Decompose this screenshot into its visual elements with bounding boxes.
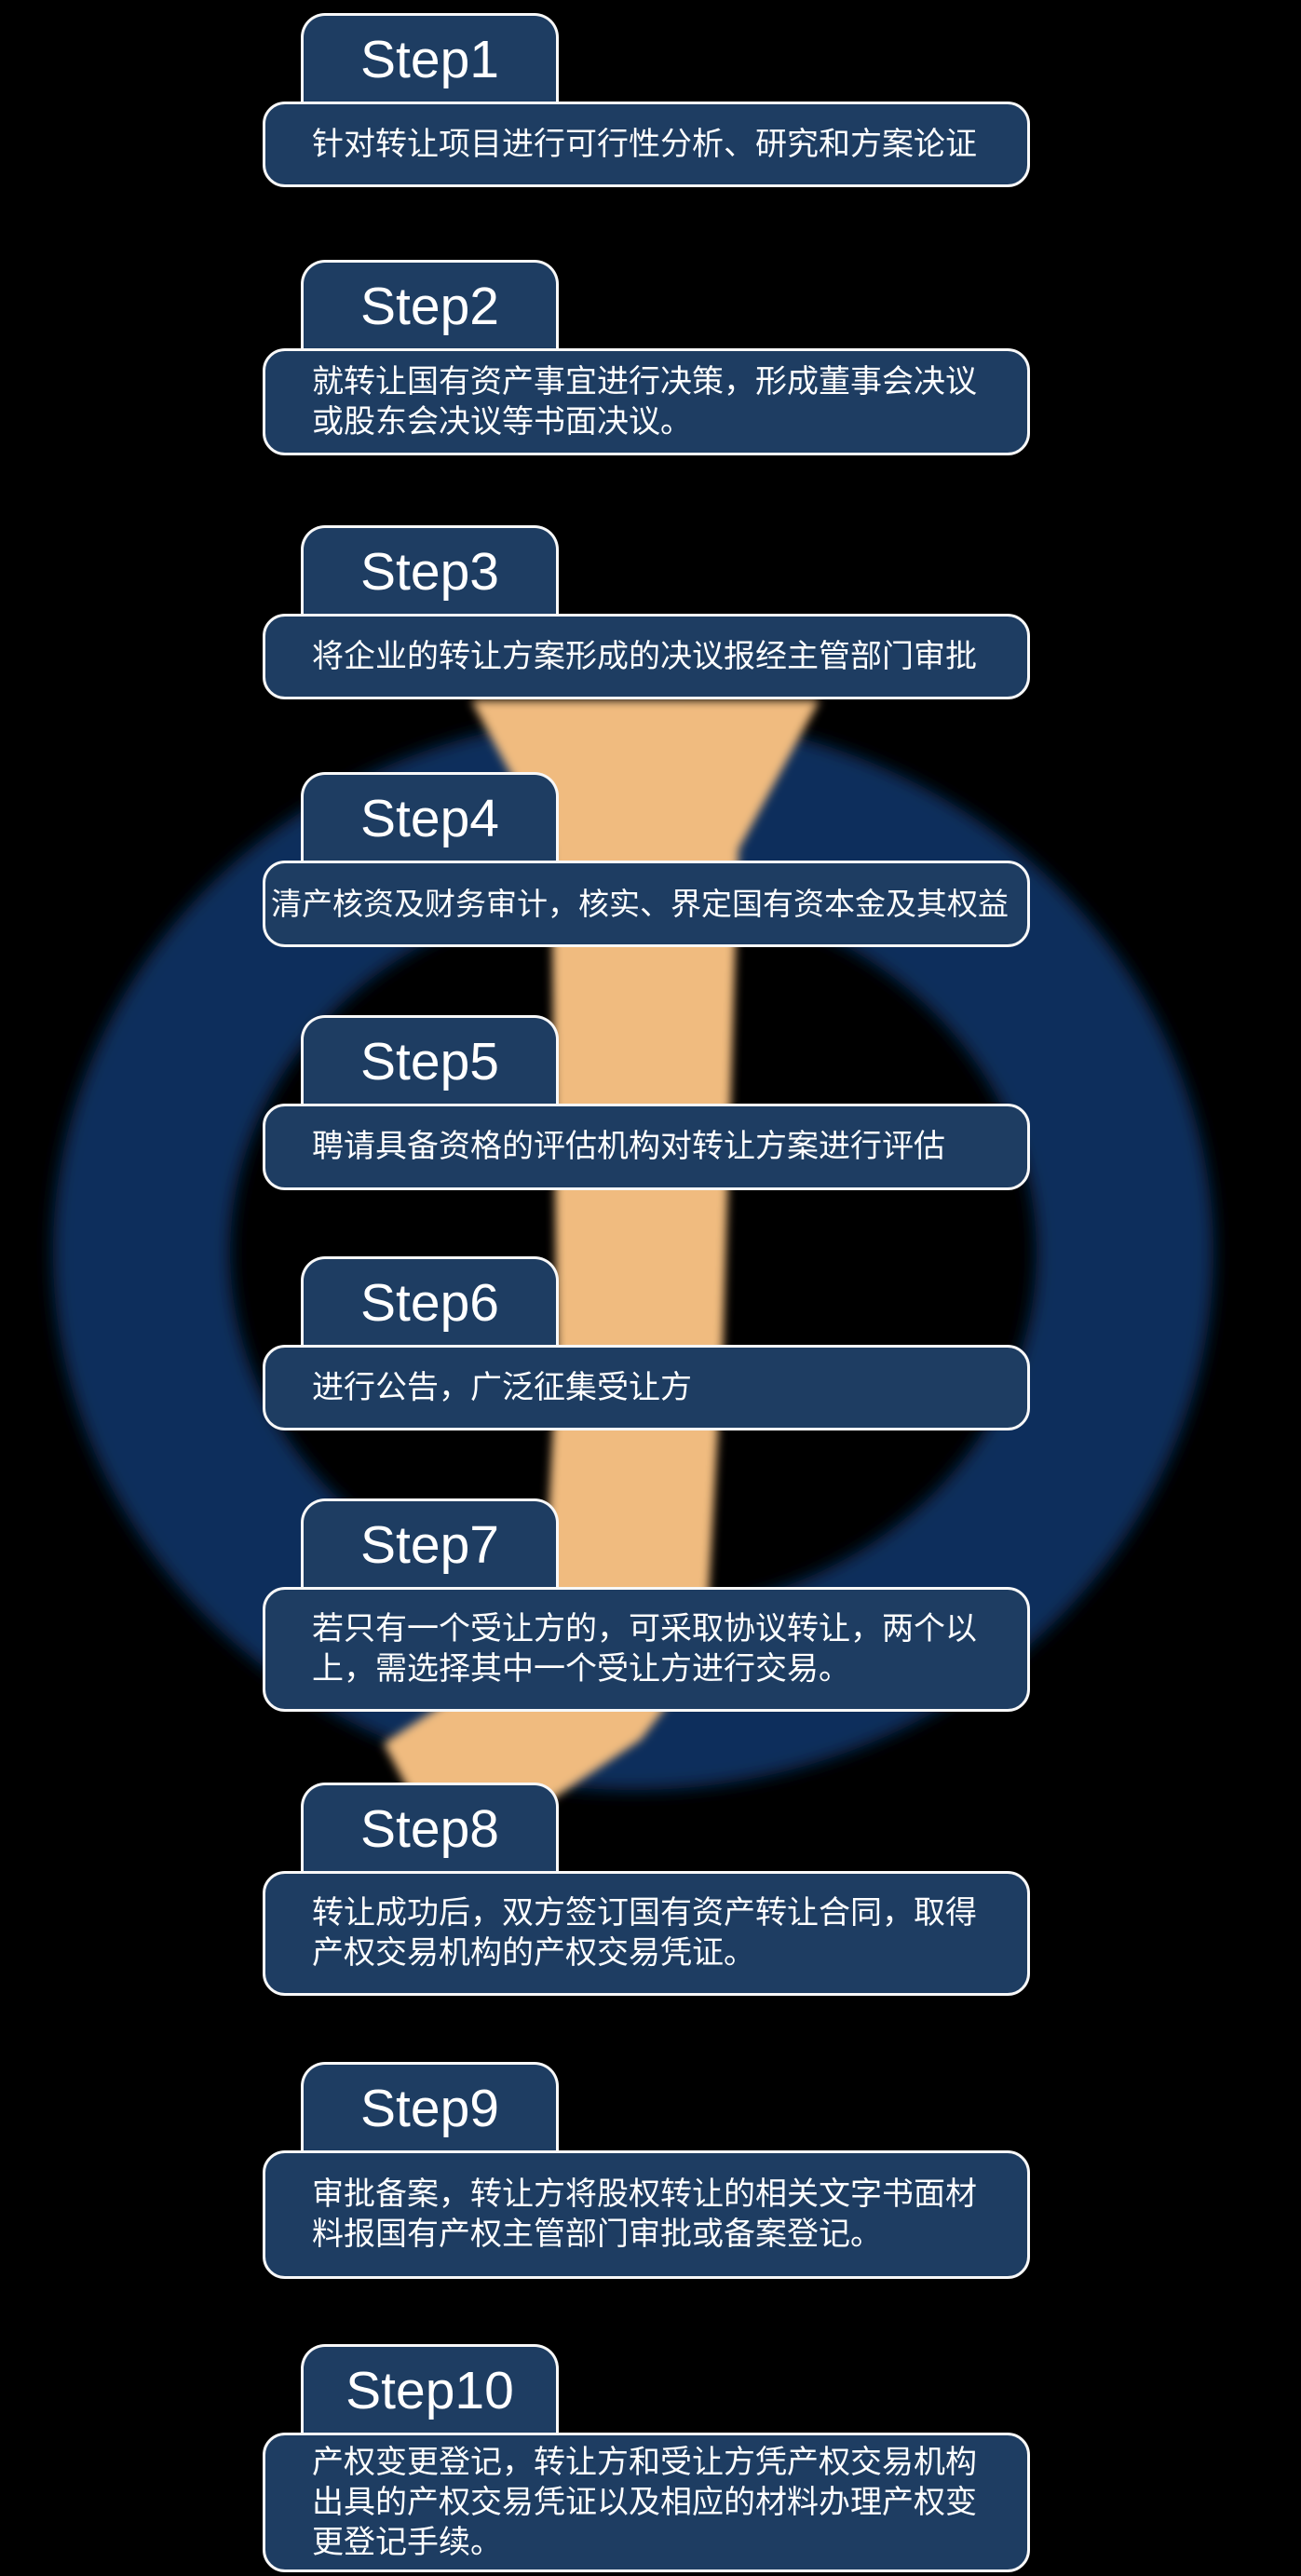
step-description: 若只有一个受让方的，可采取协议转让，两个以 上，需选择其中一个受让方进行交易。 xyxy=(312,1611,977,1687)
step-description-box: 产权变更登记，转让方和受让方凭产权交易机构 出具的产权交易凭证以及相应的材料办理… xyxy=(263,2433,1030,2572)
step-item: Step4 清产核资及财务审计，核实、界定国有资本金及其权益 xyxy=(263,772,1030,947)
step-description: 就转让国有资产事宜进行决策，形成董事会决议 或股东会决议等书面决议。 xyxy=(312,363,977,440)
step-item: Step1 针对转让项目进行可行性分析、研究和方案论证 xyxy=(263,13,1030,187)
step-label: Step1 xyxy=(360,30,499,89)
step-description: 审批备案，转让方将股权转让的相关文字书面材 料报国有产权主管部门审批或备案登记。 xyxy=(312,2176,977,2252)
step-label: Step8 xyxy=(360,1799,499,1859)
step-header-tab: Step9 xyxy=(301,2062,559,2153)
step-description-box: 审批备案，转让方将股权转让的相关文字书面材 料报国有产权主管部门审批或备案登记。 xyxy=(263,2150,1030,2279)
step-item: Step9 审批备案，转让方将股权转让的相关文字书面材 料报国有产权主管部门审批… xyxy=(263,2062,1030,2279)
step-label: Step2 xyxy=(360,277,499,336)
step-label: Step7 xyxy=(360,1515,499,1575)
step-header-tab: Step7 xyxy=(301,1498,559,1590)
step-label: Step5 xyxy=(360,1032,499,1091)
step-item: Step3 将企业的转让方案形成的决议报经主管部门审批 xyxy=(263,525,1030,699)
step-description: 将企业的转让方案形成的决议报经主管部门审批 xyxy=(312,638,977,674)
step-item: Step10 产权变更登记，转让方和受让方凭产权交易机构 出具的产权交易凭证以及… xyxy=(263,2344,1030,2572)
step-description-box: 聘请具备资格的评估机构对转让方案进行评估 xyxy=(263,1104,1030,1190)
step-description-box: 转让成功后，双方签订国有资产转让合同，取得 产权交易机构的产权交易凭证。 xyxy=(263,1871,1030,1996)
step-item: Step8 转让成功后，双方签订国有资产转让合同，取得 产权交易机构的产权交易凭… xyxy=(263,1783,1030,1996)
step-label: Step10 xyxy=(346,2361,514,2420)
step-item: Step7 若只有一个受让方的，可采取协议转让，两个以 上，需选择其中一个受让方… xyxy=(263,1498,1030,1712)
step-item: Step6 进行公告，广泛征集受让方 xyxy=(263,1256,1030,1430)
step-header-tab: Step1 xyxy=(301,13,559,104)
step-description: 转让成功后，双方签订国有资产转让合同，取得 产权交易机构的产权交易凭证。 xyxy=(312,1895,977,1971)
step-description: 产权变更登记，转让方和受让方凭产权交易机构 出具的产权交易凭证以及相应的材料办理… xyxy=(312,2444,977,2560)
step-header-tab: Step3 xyxy=(301,525,559,617)
step-description-box: 将企业的转让方案形成的决议报经主管部门审批 xyxy=(263,614,1030,699)
step-item: Step2 就转让国有资产事宜进行决策，形成董事会决议 或股东会决议等书面决议。 xyxy=(263,260,1030,455)
clock-hand-watermark xyxy=(384,700,820,1816)
step-header-tab: Step5 xyxy=(301,1015,559,1106)
step-header-tab: Step8 xyxy=(301,1783,559,1874)
step-header-tab: Step10 xyxy=(301,2344,559,2435)
step-label: Step9 xyxy=(360,2079,499,2138)
step-description-box: 清产核资及财务审计，核实、界定国有资本金及其权益 xyxy=(263,861,1030,947)
step-item: Step5 聘请具备资格的评估机构对转让方案进行评估 xyxy=(263,1015,1030,1190)
step-header-tab: Step4 xyxy=(301,772,559,863)
step-description-box: 若只有一个受让方的，可采取协议转让，两个以 上，需选择其中一个受让方进行交易。 xyxy=(263,1587,1030,1712)
step-description-box: 就转让国有资产事宜进行决策，形成董事会决议 或股东会决议等书面决议。 xyxy=(263,348,1030,455)
step-description: 进行公告，广泛征集受让方 xyxy=(312,1369,692,1405)
step-description-box: 针对转让项目进行可行性分析、研究和方案论证 xyxy=(263,102,1030,187)
step-description: 清产核资及财务审计，核实、界定国有资本金及其权益 xyxy=(271,887,1009,921)
step-label: Step4 xyxy=(360,789,499,848)
step-description: 针对转让项目进行可行性分析、研究和方案论证 xyxy=(312,126,977,162)
step-label: Step3 xyxy=(360,542,499,602)
step-description: 聘请具备资格的评估机构对转让方案进行评估 xyxy=(312,1129,945,1164)
step-header-tab: Step2 xyxy=(301,260,559,351)
step-description-box: 进行公告，广泛征集受让方 xyxy=(263,1345,1030,1430)
step-label: Step6 xyxy=(360,1273,499,1333)
step-header-tab: Step6 xyxy=(301,1256,559,1348)
